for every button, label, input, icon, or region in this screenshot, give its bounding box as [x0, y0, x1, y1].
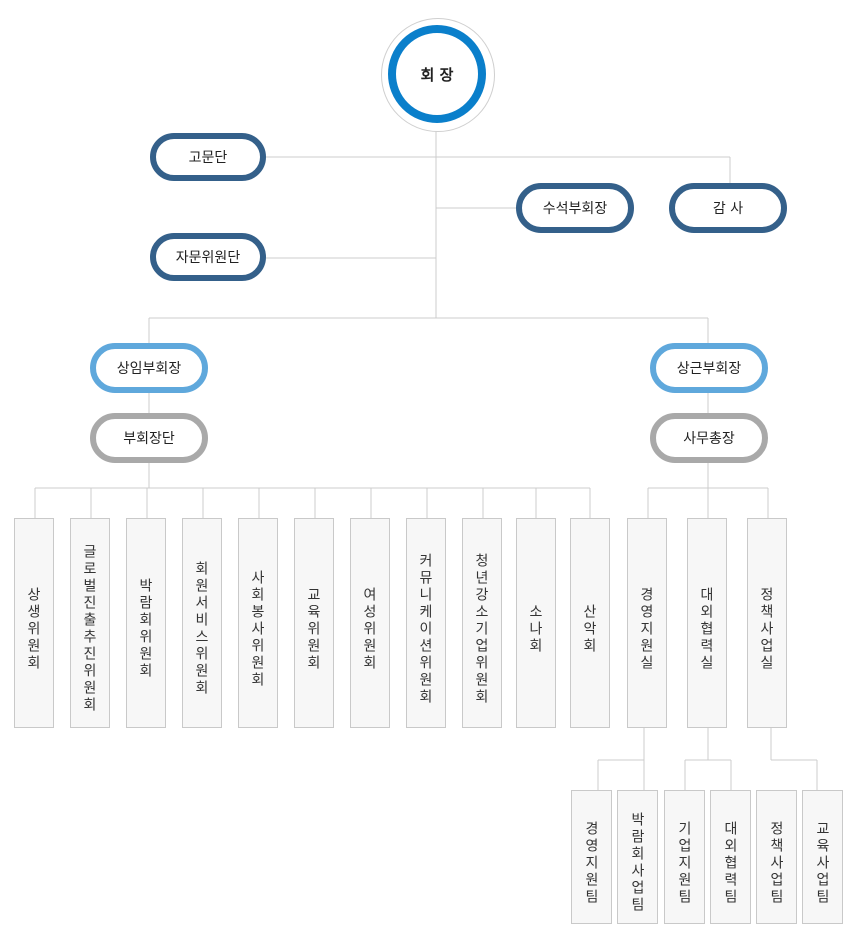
auditor-node: 감 사 — [669, 183, 787, 233]
committee-box: 산악회 — [570, 518, 610, 728]
vice-chairs-label: 부회장단 — [123, 431, 175, 447]
committee-label: 회원서비스위원회 — [193, 561, 209, 697]
committee-label: 교육위원회 — [305, 586, 321, 672]
chairman-label: 회 장 — [420, 65, 454, 84]
committee-box: 상생위원회 — [14, 518, 54, 728]
team-box: 대외협력팀 — [710, 790, 751, 924]
committee-box: 커뮤니케이션위원회 — [406, 518, 446, 728]
team-label: 박람회사업팀 — [629, 812, 645, 914]
secretary-general-node: 사무총장 — [650, 413, 768, 463]
advisory-committee-label: 자문위원단 — [175, 250, 241, 266]
committee-label: 사회봉사위원회 — [249, 569, 265, 689]
team-label: 기업지원팀 — [676, 820, 692, 906]
team-box: 교육사업팀 — [802, 790, 843, 924]
team-box: 기업지원팀 — [664, 790, 705, 924]
committee-box: 여성위원회 — [350, 518, 390, 728]
vice-chairs-node: 부회장단 — [90, 413, 208, 463]
team-box: 박람회사업팀 — [617, 790, 658, 924]
committee-label: 상생위원회 — [25, 586, 41, 672]
office-label: 경영지원실 — [638, 586, 654, 672]
committee-label: 소나회 — [527, 603, 543, 655]
standing-vice-chair-label: 상임부회장 — [116, 361, 182, 377]
office-box: 대외협력실 — [687, 518, 727, 728]
committee-label: 커뮤니케이션위원회 — [417, 552, 433, 706]
committee-label: 여성위원회 — [361, 586, 377, 672]
senior-vice-chair-node: 수석부회장 — [516, 183, 634, 233]
team-label: 교육사업팀 — [814, 820, 830, 906]
committee-label: 글로벌진출추진위원회 — [81, 544, 97, 714]
committee-box: 소나회 — [516, 518, 556, 728]
secretary-general-label: 사무총장 — [683, 431, 735, 447]
office-label: 대외협력실 — [698, 586, 714, 672]
standing-vice-chair-node: 상임부회장 — [90, 343, 208, 393]
office-box: 경영지원실 — [627, 518, 667, 728]
committee-box: 글로벌진출추진위원회 — [70, 518, 110, 728]
committee-label: 산악회 — [581, 603, 597, 655]
committee-box: 교육위원회 — [294, 518, 334, 728]
committee-box: 박람회위원회 — [126, 518, 166, 728]
chairman-node: 회 장 — [388, 25, 486, 123]
committee-label: 청년강소기업위원회 — [473, 552, 489, 706]
committee-label: 박람회위원회 — [137, 578, 153, 680]
team-box: 경영지원팀 — [571, 790, 612, 924]
team-label: 경영지원팀 — [583, 820, 599, 906]
team-label: 대외협력팀 — [722, 820, 738, 906]
office-box: 정책사업실 — [747, 518, 787, 728]
full-time-vice-chair-label: 상근부회장 — [676, 361, 742, 377]
auditor-label: 감 사 — [712, 201, 744, 217]
advisors-node: 고문단 — [150, 133, 266, 181]
office-label: 정책사업실 — [758, 586, 774, 672]
full-time-vice-chair-node: 상근부회장 — [650, 343, 768, 393]
team-box: 정책사업팀 — [756, 790, 797, 924]
team-label: 정책사업팀 — [768, 820, 784, 906]
senior-vice-chair-label: 수석부회장 — [542, 201, 608, 217]
committee-box: 사회봉사위원회 — [238, 518, 278, 728]
committee-box: 청년강소기업위원회 — [462, 518, 502, 728]
advisory-committee-node: 자문위원단 — [150, 233, 266, 281]
advisors-label: 고문단 — [188, 150, 228, 166]
committee-box: 회원서비스위원회 — [182, 518, 222, 728]
